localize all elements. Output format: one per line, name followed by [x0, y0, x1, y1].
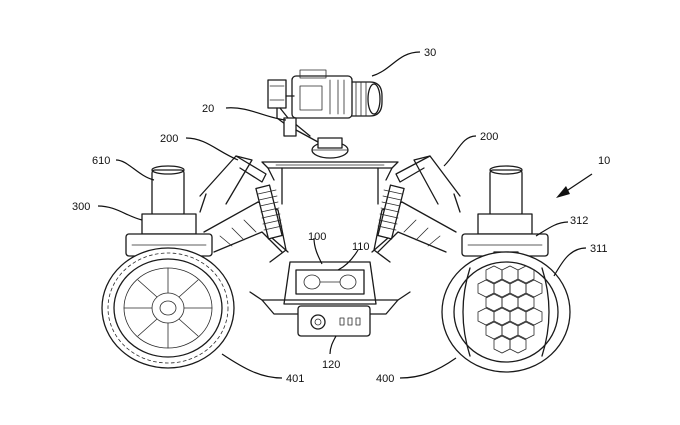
label-200-left: 200 — [160, 133, 178, 145]
label-401: 401 — [286, 373, 304, 385]
label-312: 312 — [570, 215, 588, 227]
chassis — [249, 261, 411, 337]
label-110: 110 — [352, 241, 370, 253]
label-120: 120 — [322, 359, 340, 371]
label-200-right: 200 — [480, 131, 498, 143]
arrow-icon — [556, 173, 593, 198]
top-plate — [261, 161, 399, 205]
label-311: 311 — [590, 243, 608, 255]
wheel-right — [441, 251, 571, 373]
suspension-right — [371, 155, 461, 263]
label-300: 300 — [72, 201, 90, 213]
label-20: 20 — [202, 103, 214, 115]
camera — [291, 69, 383, 119]
reference-numerals: 30 20 200 200 610 300 100 110 120 401 40… — [72, 47, 610, 385]
gimbal — [267, 79, 349, 159]
label-100: 100 — [308, 231, 326, 243]
wheel-left — [101, 247, 235, 369]
leader-lines — [97, 51, 587, 379]
label-10: 10 — [598, 155, 610, 167]
label-30: 30 — [424, 47, 436, 59]
suspension-left — [199, 155, 289, 263]
label-400: 400 — [376, 373, 394, 385]
label-610: 610 — [92, 155, 110, 167]
